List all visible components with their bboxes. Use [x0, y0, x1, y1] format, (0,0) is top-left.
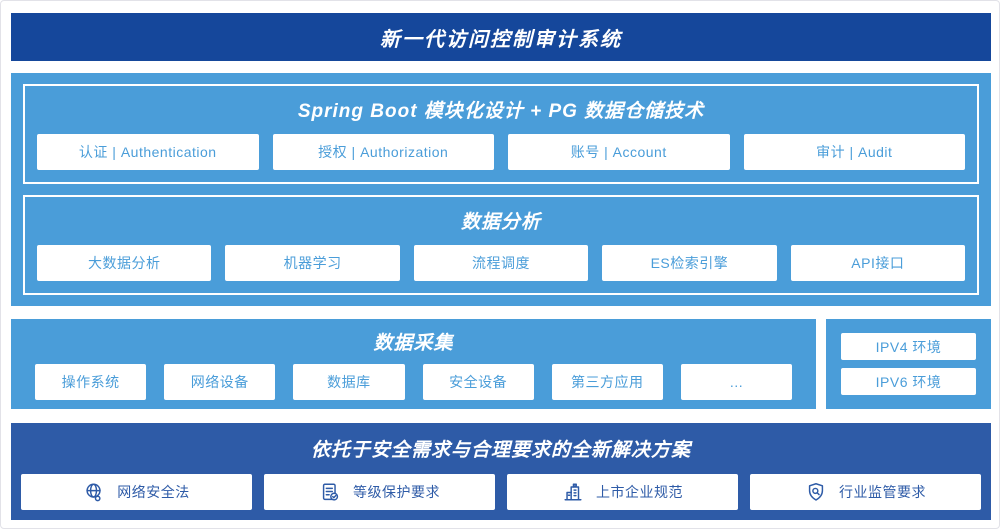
environment-label: IPV6 环境	[875, 373, 942, 390]
data-source-label: 网络设备	[190, 374, 249, 390]
springboot-title: Spring Boot 模块化设计 + PG 数据仓储技术	[297, 101, 705, 122]
middle-row: 数据采集 操作系统 网络设备 数据库 安全设备	[11, 319, 991, 409]
module-box: 流程调度	[413, 245, 589, 281]
module-label: 授权 | Authorization	[318, 144, 449, 160]
shield-search-icon	[805, 481, 827, 503]
analysis-module-row: 大数据分析 机器学习 流程调度 ES检索引擎 API接口	[37, 245, 966, 281]
building-icon	[562, 481, 584, 503]
solution-box: 上市企业规范	[507, 474, 738, 510]
springboot-module-row: 认证 | Authentication 授权 | Authorization 账…	[37, 134, 965, 170]
module-box: 授权 | Authorization	[272, 134, 494, 170]
module-box: 大数据分析	[37, 245, 212, 281]
solution-label: 网络安全法	[117, 484, 190, 500]
solution-row: 网络安全法 等级保护要求 上市企业规范 行业监管要求	[21, 474, 981, 510]
module-box: 机器学习	[225, 245, 400, 281]
module-label: 认证 | Authentication	[78, 144, 217, 160]
module-label: 大数据分析	[87, 255, 161, 271]
solution-box: 网络安全法	[21, 474, 252, 510]
data-source-box: …	[680, 364, 793, 400]
data-source-box: 网络设备	[164, 364, 276, 400]
environment-box: IPV4 环境	[841, 333, 976, 360]
data-collection-title: 数据采集	[373, 333, 454, 354]
module-box: API接口	[790, 245, 966, 281]
analysis-title: 数据分析	[460, 212, 541, 233]
solution-box: 行业监管要求	[750, 474, 981, 510]
banner: 新一代访问控制审计系统	[11, 13, 991, 61]
module-box: 认证 | Authentication	[37, 134, 259, 170]
data-source-row: 操作系统 网络设备 数据库 安全设备 第三方应用	[35, 364, 793, 400]
solution-label: 行业监管要求	[839, 484, 926, 500]
environment-box: IPV6 环境	[841, 368, 976, 395]
data-source-box: 操作系统	[35, 364, 147, 400]
solution-title: 依托于安全需求与合理要求的全新解决方案	[310, 440, 691, 461]
module-box: 审计 | Audit	[743, 134, 965, 170]
module-label: 流程调度	[472, 255, 531, 271]
data-source-label: 数据库	[327, 374, 371, 390]
globe-icon	[83, 481, 105, 503]
springboot-frame: Spring Boot 模块化设计 + PG 数据仓储技术 认证 | Authe…	[23, 84, 979, 184]
module-label: 账号 | Account	[570, 144, 667, 160]
environment-label: IPV4 环境	[875, 338, 942, 355]
data-source-label: …	[729, 374, 744, 390]
solution-section: 依托于安全需求与合理要求的全新解决方案 网络安全法 等级保护要求 上市企业规范	[11, 423, 991, 520]
platform-section: Spring Boot 模块化设计 + PG 数据仓储技术 认证 | Authe…	[11, 73, 991, 306]
data-source-box: 安全设备	[422, 364, 534, 400]
data-source-box: 数据库	[293, 364, 405, 400]
module-label: 审计 | Audit	[816, 144, 893, 160]
data-source-label: 第三方应用	[571, 374, 644, 390]
solution-label: 等级保护要求	[353, 484, 440, 500]
module-label: 机器学习	[283, 255, 342, 271]
solution-box: 等级保护要求	[264, 474, 495, 510]
analysis-frame: 数据分析 大数据分析 机器学习 流程调度 ES检索	[23, 195, 979, 295]
module-box: 账号 | Account	[508, 134, 730, 170]
data-source-label: 安全设备	[449, 374, 508, 390]
module-label: ES检索引擎	[650, 255, 729, 271]
data-source-label: 操作系统	[61, 374, 120, 390]
module-box: ES检索引擎	[602, 245, 777, 281]
page-title: 新一代访问控制审计系统	[380, 28, 622, 51]
module-label: API接口	[851, 255, 905, 271]
solution-label: 上市企业规范	[596, 484, 683, 500]
data-collection-section: 数据采集 操作系统 网络设备 数据库 安全设备	[11, 319, 816, 409]
document-check-icon	[319, 481, 341, 503]
data-source-box: 第三方应用	[551, 364, 663, 400]
environment-panel: IPV4 环境 IPV6 环境	[826, 319, 991, 409]
